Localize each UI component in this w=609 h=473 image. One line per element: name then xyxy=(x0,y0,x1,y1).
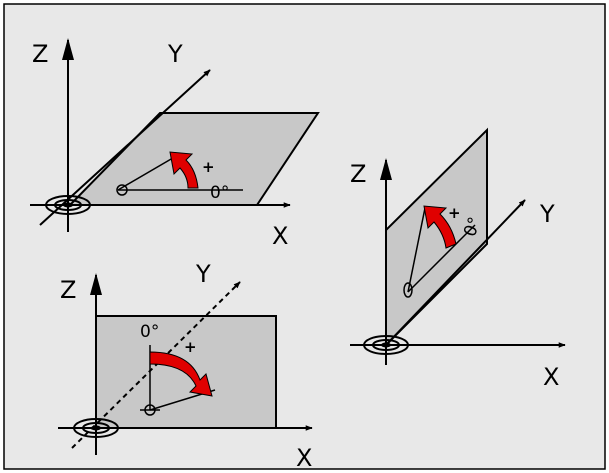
rotation-arrow-icon xyxy=(423,205,457,249)
yz-y-axis xyxy=(385,199,526,346)
diagram-background xyxy=(3,3,606,470)
xy-zero-angle: 0° xyxy=(210,183,229,203)
rotation-arrow-icon xyxy=(169,151,199,189)
xy-direction-mark: + xyxy=(202,158,215,176)
yz-direction-mark: + xyxy=(448,204,461,222)
zx-x-label: X xyxy=(296,444,312,472)
yz-z-label: Z xyxy=(350,160,366,188)
zx-zero-angle: 0° xyxy=(140,322,159,342)
zx-y-axis xyxy=(71,281,241,449)
xy-plane-diagram: Z Y X 0° + xyxy=(30,38,320,250)
origin-target-icon xyxy=(363,335,409,355)
origin-target-icon xyxy=(73,418,119,438)
origin-target-icon xyxy=(45,195,91,215)
xy-y-label: Y xyxy=(167,40,183,68)
yz-x-label: X xyxy=(543,363,559,391)
zx-plane-diagram: Z Y X 0° + xyxy=(58,260,313,472)
xy-x-label: X xyxy=(272,222,288,250)
yz-y-label: Y xyxy=(539,200,555,228)
zx-direction-mark: + xyxy=(184,338,197,356)
zx-z-label: Z xyxy=(60,276,76,304)
rotation-arrow-icon xyxy=(149,351,213,397)
xy-z-label: Z xyxy=(32,40,48,68)
yz-plane-diagram: Z Y X 0° + xyxy=(350,127,566,391)
zx-y-label: Y xyxy=(195,260,211,288)
